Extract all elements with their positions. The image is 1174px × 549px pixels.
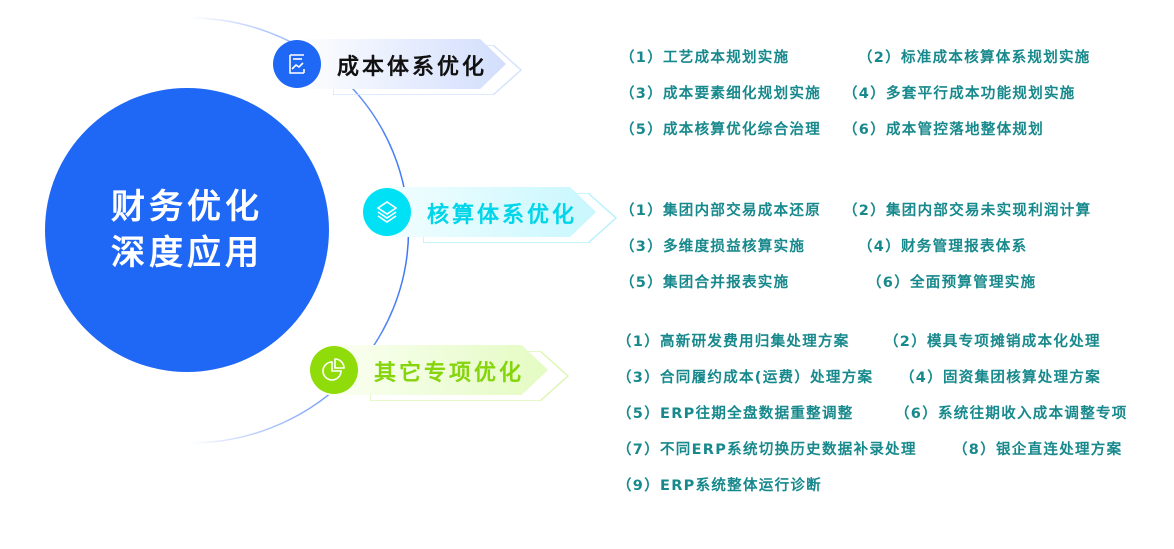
core-title-line1: 财务优化 — [111, 187, 263, 227]
list-item: （3）合同履约成本(运费）处理方案 — [617, 370, 874, 386]
pie-chart-icon — [310, 346, 358, 394]
section-title: 核算体系优化 — [427, 203, 578, 228]
list-item: （2）标准成本核算体系规划实施 — [858, 50, 1091, 66]
list-item: （6）成本管控落地整体规划 — [843, 122, 1044, 138]
list-item: （2）集团内部交易未实现利润计算 — [843, 203, 1092, 219]
list-item: （5）集团合并报表实施 — [620, 275, 790, 291]
list-item: （2）模具专项摊销成本化处理 — [884, 334, 1101, 350]
list-item: （6）全面预算管理实施 — [867, 275, 1037, 291]
list-item: （3）多维度损益核算实施 — [620, 239, 806, 255]
list-item: （3）成本要素细化规划实施 — [620, 86, 821, 102]
chart-document-icon — [273, 40, 321, 88]
section-banner-accounting: 核算体系优化 — [363, 187, 623, 244]
list-item: （4）财务管理报表体系 — [858, 239, 1028, 255]
section-banner-special: 其它专项优化 — [310, 345, 570, 402]
list-item: （9）ERP系统整体运行诊断 — [617, 478, 822, 494]
core-title-line2: 深度应用 — [111, 233, 263, 273]
list-item: （1）工艺成本规划实施 — [620, 50, 790, 66]
list-item: （6）系统往期收入成本调整专项 — [895, 406, 1128, 422]
list-item: （4）多套平行成本功能规划实施 — [843, 86, 1076, 102]
list-item: （1）集团内部交易成本还原 — [620, 203, 821, 219]
list-item: （4）固资集团核算处理方案 — [900, 370, 1101, 386]
section-banner-cost: 成本体系优化 — [273, 39, 533, 96]
list-item: （5）成本核算优化综合治理 — [620, 122, 821, 138]
section-title: 成本体系优化 — [337, 55, 488, 80]
list-item: （5）ERP往期全盘数据重整调整 — [617, 406, 854, 422]
core-circle: 财务优化 深度应用 — [45, 88, 329, 372]
section-title: 其它专项优化 — [374, 361, 525, 386]
list-item: （7）不同ERP系统切换历史数据补录处理 — [617, 442, 917, 458]
layers-icon — [363, 188, 411, 236]
list-item: （8）银企直连处理方案 — [953, 442, 1123, 458]
list-item: （1）高新研发费用归集处理方案 — [617, 334, 850, 350]
